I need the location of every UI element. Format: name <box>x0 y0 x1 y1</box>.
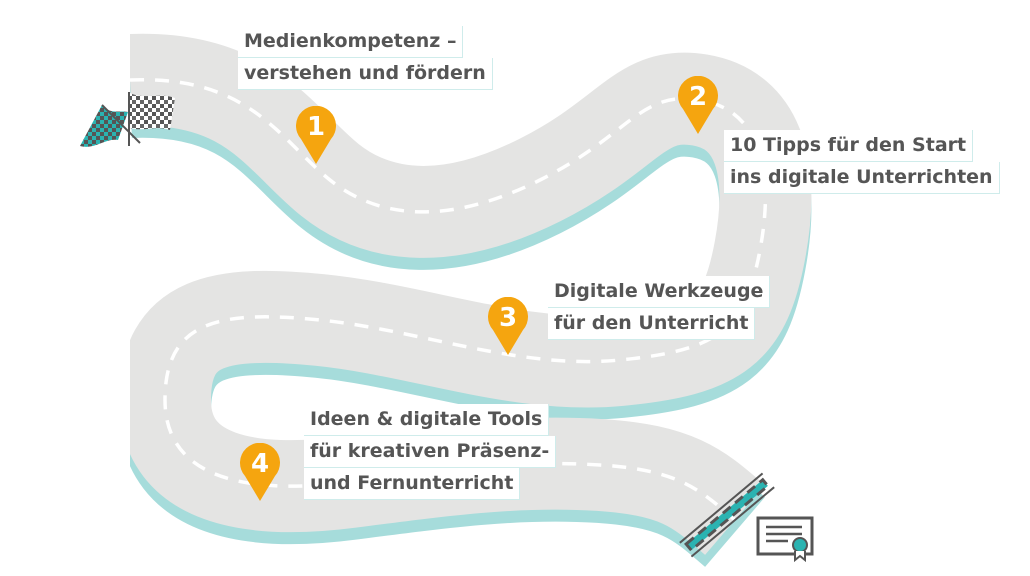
map-pin-icon <box>488 297 528 355</box>
label-line: für den Unterricht <box>548 308 756 340</box>
map-pin-1: 1 <box>296 106 336 164</box>
label-line: für kreativen Präsenz- <box>304 436 557 468</box>
map-pin-icon <box>240 443 280 501</box>
label-line: 10 Tipps für den Start <box>724 130 974 162</box>
label-line: Medienkompetenz – <box>238 26 464 58</box>
certificate-icon <box>756 516 814 563</box>
label-line: ins digitale Unterrichten <box>724 162 1000 194</box>
pin-number: 4 <box>250 449 270 479</box>
map-pin-icon <box>296 106 336 164</box>
label-line: Ideen & digitale Tools <box>304 404 550 436</box>
station-2-label: 10 Tipps für den Start ins digitale Unte… <box>724 130 1000 194</box>
map-pin-icon <box>678 76 718 134</box>
pin-number: 2 <box>688 82 708 112</box>
label-line: verstehen und fördern <box>238 58 493 90</box>
map-pin-4: 4 <box>240 443 280 501</box>
station-3-label: Digitale Werkzeuge für den Unterricht <box>548 276 771 340</box>
pin-number: 3 <box>498 303 518 333</box>
station-4-label: Ideen & digitale Tools für kreativen Prä… <box>304 404 557 500</box>
station-1-label: Medienkompetenz – verstehen und fördern <box>238 26 493 90</box>
label-line: Digitale Werkzeuge <box>548 276 771 308</box>
finish-line-icon <box>679 472 775 558</box>
checkered-flags-icon <box>80 92 175 147</box>
pin-number: 1 <box>306 112 326 142</box>
map-pin-3: 3 <box>488 297 528 355</box>
label-line: und Fernunterricht <box>304 468 521 500</box>
map-pin-2: 2 <box>678 76 718 134</box>
